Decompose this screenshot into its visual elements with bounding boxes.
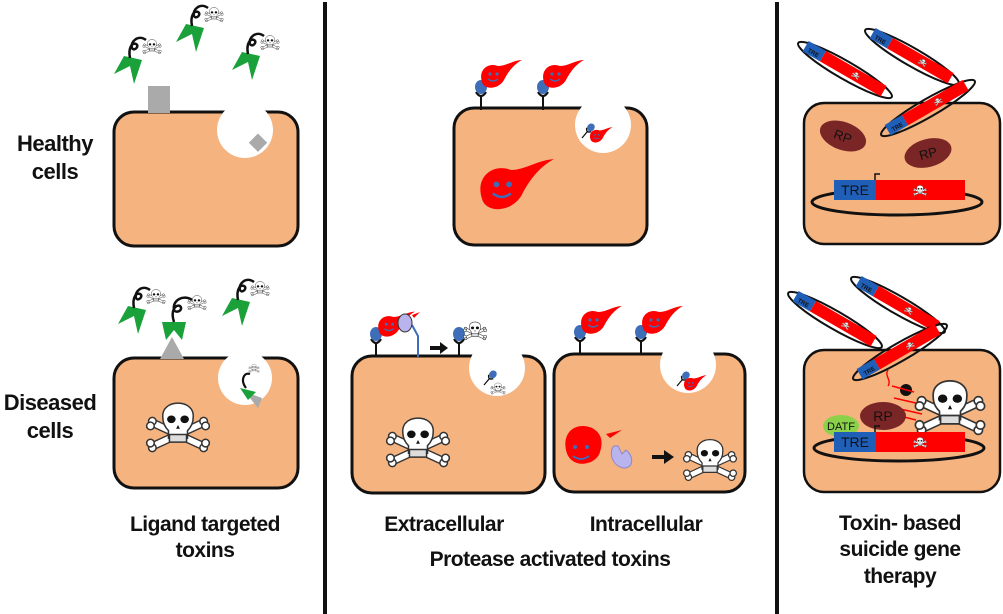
- ligand-diseased-cell: [112, 280, 300, 490]
- activated-toxin-icon: [565, 426, 602, 464]
- rp-protein: [904, 138, 952, 168]
- endosome: [217, 102, 273, 158]
- plasmid-icon: [784, 285, 887, 355]
- protease-healthy-cell: [452, 59, 649, 247]
- membrane-protease: [411, 324, 419, 357]
- protease-intracellular-cell: [552, 305, 747, 494]
- endosome: [469, 340, 525, 396]
- caption-suicide-line1: Toxin- based: [839, 512, 961, 535]
- gene-healthy-cell: RP RP TRE: [794, 22, 1002, 246]
- ligand-toxin: [176, 6, 223, 52]
- translation-icon: [886, 369, 923, 421]
- row-label-diseased-line2: cells: [26, 417, 74, 443]
- row-label-healthy-line1: Healthy: [17, 131, 93, 156]
- subcaption-extracellular: Extracellular: [384, 513, 504, 536]
- receptor-triangle: [160, 337, 184, 359]
- row-label-healthy-line2: cells: [31, 158, 79, 184]
- receptor-square: [148, 86, 170, 113]
- rp-label: RP: [832, 126, 854, 146]
- tre-promoter: [834, 180, 876, 200]
- caption-suicide-line3: therapy: [863, 564, 937, 588]
- rp-protein: [860, 402, 906, 430]
- row-label-diseased-line1: Diseased: [3, 390, 97, 415]
- subcaption-intracellular: Intracellular: [589, 513, 703, 536]
- arrow-icon: [430, 342, 448, 354]
- caption-protease: Protease activated toxins: [429, 548, 671, 571]
- caption-ligand-line2: toxins: [175, 539, 235, 563]
- row-label-healthy: Healthy cells: [0, 130, 110, 185]
- ligand-toxin: [222, 280, 269, 326]
- rp-label: RP: [873, 408, 892, 424]
- protease-icon: [610, 445, 633, 469]
- caption-ligand-line1: Ligand targeted: [129, 513, 281, 536]
- ligand-toxin: [114, 38, 161, 84]
- caption-ligand: Ligand targeted toxins: [90, 512, 320, 565]
- endosome: [218, 351, 272, 405]
- rp-protein: [819, 120, 867, 152]
- datf-label: DATF: [827, 421, 855, 433]
- ligand-toxin: [118, 288, 165, 334]
- caption-suicide-line2: suicide gene: [839, 538, 961, 562]
- protease-extracellular-cell: [350, 310, 547, 495]
- gene-diseased-cell: RP DATF TRE: [784, 270, 1002, 494]
- tre-label: TRE: [841, 182, 869, 198]
- internalized-receptor: [248, 133, 268, 152]
- ligand-toxin: [232, 34, 279, 80]
- arrow-icon: [652, 450, 674, 464]
- datf-protein: [823, 415, 859, 437]
- endosome: [575, 97, 631, 153]
- ligand-healthy-cell: [112, 6, 300, 248]
- tre-promoter: [834, 432, 876, 452]
- endosome: [660, 337, 716, 393]
- plasmid-icon: [794, 35, 897, 105]
- row-label-diseased: Diseased cells: [0, 389, 100, 444]
- tre-label: TRE: [841, 434, 869, 450]
- caption-suicide-gene: Toxin- based suicide gene therapy: [810, 511, 990, 590]
- rp-label: RP: [917, 144, 938, 163]
